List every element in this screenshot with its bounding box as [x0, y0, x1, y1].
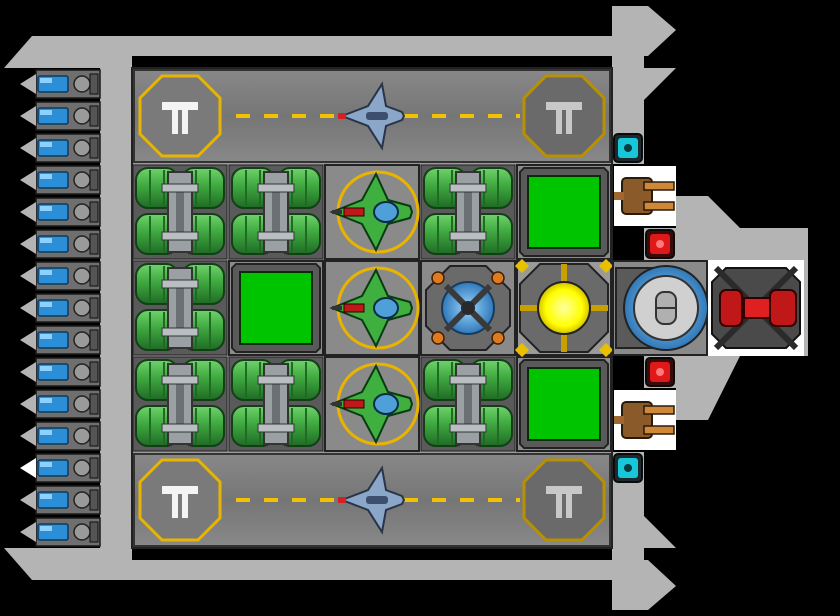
cargo-container-icon[interactable]	[516, 164, 612, 260]
sensor-icon[interactable]	[613, 133, 643, 163]
thruster-icon[interactable]	[20, 165, 101, 195]
railgun-icon[interactable]	[708, 260, 804, 356]
missile-pod-icon[interactable]	[645, 229, 675, 259]
jet-fighter-icon[interactable]	[338, 81, 406, 151]
thruster-nozzle	[20, 106, 36, 126]
thruster-column	[20, 69, 101, 547]
thruster-nozzle	[20, 394, 36, 414]
thruster-nozzle	[20, 266, 36, 286]
helipad-icon	[522, 458, 606, 542]
thruster-icon[interactable]	[20, 421, 101, 451]
fuel-tank-icon[interactable]	[228, 356, 324, 452]
thruster-icon[interactable]	[20, 453, 101, 483]
thruster-nozzle	[20, 426, 36, 446]
helipad-icon	[138, 74, 222, 158]
green-drone-fighter-icon[interactable]	[324, 164, 420, 260]
thruster-nozzle	[20, 490, 36, 510]
gun-turret-icon[interactable]	[614, 166, 676, 226]
helipad-icon	[138, 458, 222, 542]
fuel-tank-icon[interactable]	[132, 356, 228, 452]
thruster-icon[interactable]	[20, 261, 101, 291]
thruster-icon[interactable]	[20, 101, 101, 131]
thruster-nozzle	[20, 74, 36, 94]
thruster-icon[interactable]	[20, 485, 101, 515]
thruster-nozzle	[20, 522, 36, 542]
helipad-icon	[522, 74, 606, 158]
thruster-nozzle	[20, 298, 36, 318]
fuel-tank-icon[interactable]	[420, 356, 516, 452]
thruster-nozzle	[20, 234, 36, 254]
green-drone-fighter-icon[interactable]	[324, 356, 420, 452]
shield-generator-icon[interactable]	[420, 260, 516, 356]
thruster-nozzle	[20, 362, 36, 382]
thruster-icon[interactable]	[20, 325, 101, 355]
hangar-bay-top[interactable]	[133, 69, 611, 163]
reactor-core-icon[interactable]	[514, 258, 614, 358]
thruster-icon[interactable]	[20, 389, 101, 419]
jet-fighter-icon[interactable]	[338, 465, 406, 535]
thruster-icon[interactable]	[20, 197, 101, 227]
thruster-icon[interactable]	[20, 69, 101, 99]
thruster-nozzle	[20, 330, 36, 350]
missile-pod-icon[interactable]	[645, 357, 675, 387]
thruster-nozzle	[20, 458, 36, 478]
hangar-bay-bottom[interactable]	[133, 453, 611, 547]
fuel-tank-icon[interactable]	[132, 164, 228, 260]
cargo-container-icon[interactable]	[228, 260, 324, 356]
thruster-icon[interactable]	[20, 517, 101, 547]
sensor-icon[interactable]	[613, 453, 643, 483]
fuel-tank-icon[interactable]	[132, 260, 228, 356]
thruster-nozzle	[20, 202, 36, 222]
thruster-icon[interactable]	[20, 133, 101, 163]
thruster-icon[interactable]	[20, 229, 101, 259]
thruster-nozzle	[20, 170, 36, 190]
fuel-tank-icon[interactable]	[420, 164, 516, 260]
thruster-icon[interactable]	[20, 293, 101, 323]
command-bridge-icon[interactable]	[612, 260, 709, 356]
thruster-nozzle	[20, 138, 36, 158]
thruster-icon[interactable]	[20, 357, 101, 387]
module-grid	[132, 164, 709, 452]
cargo-container-icon[interactable]	[516, 356, 612, 452]
gun-turret-icon[interactable]	[614, 390, 676, 450]
fuel-tank-icon[interactable]	[228, 164, 324, 260]
green-drone-fighter-icon[interactable]	[324, 260, 420, 356]
